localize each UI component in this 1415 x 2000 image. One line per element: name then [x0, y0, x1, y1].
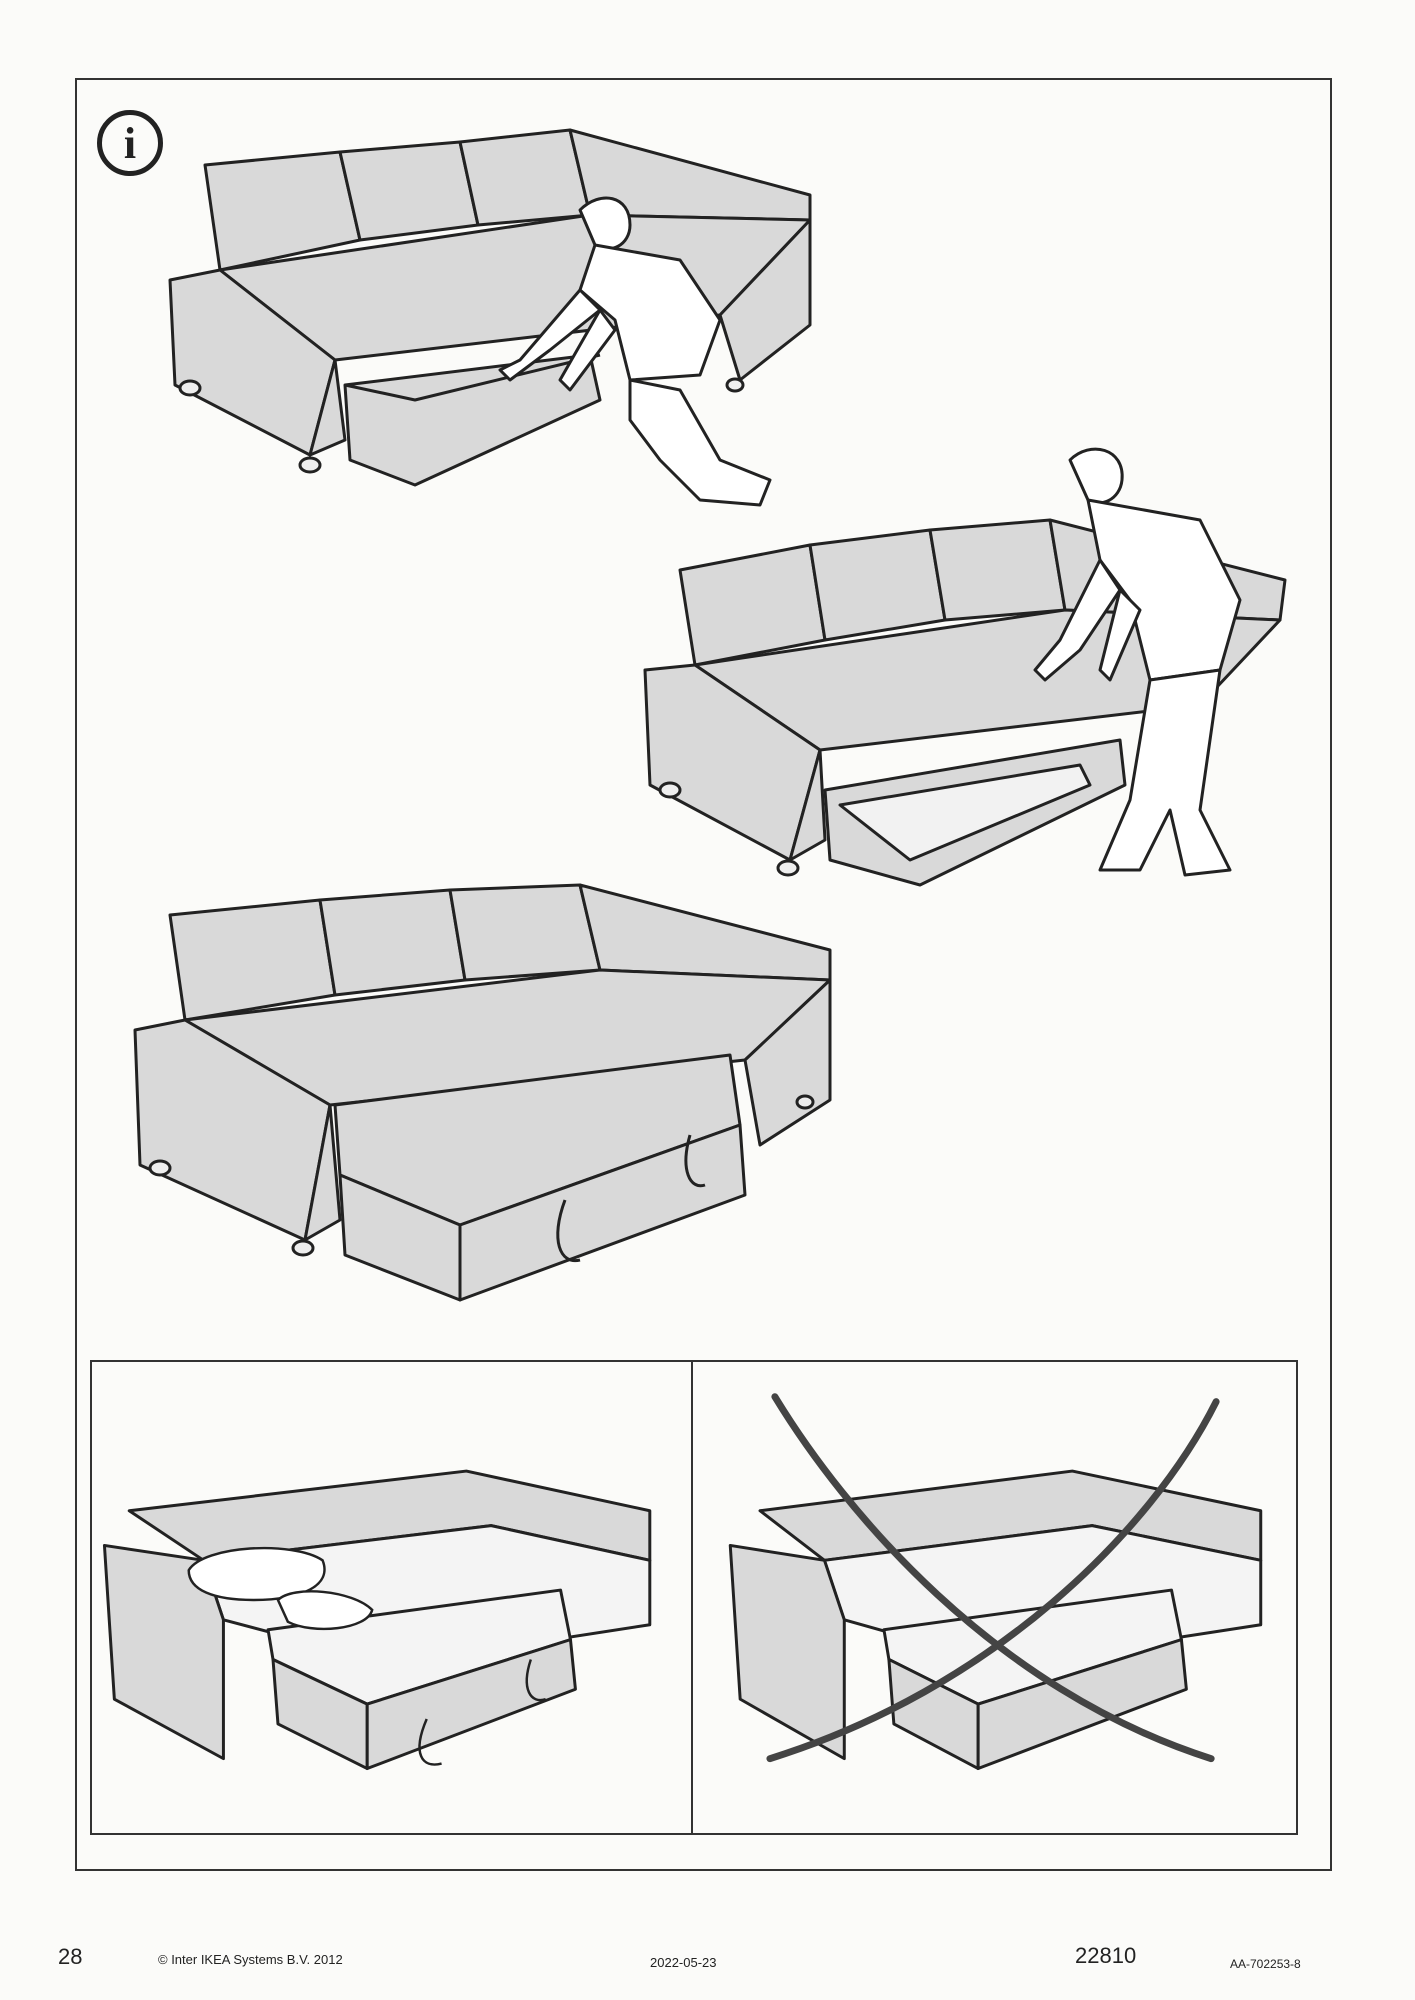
article-number: AA-702253-8 [1230, 1957, 1301, 1971]
instruction-frame [75, 78, 1332, 1871]
sofa-illustration-step-2 [640, 440, 1290, 920]
comparison-box [90, 1360, 1298, 1835]
copyright: © Inter IKEA Systems B.V. 2012 [158, 1952, 343, 1967]
page-number: 28 [58, 1944, 83, 1969]
info-icon: i [97, 110, 163, 176]
print-date: 2022-05-23 [650, 1955, 717, 1970]
product-code: 22810 [1075, 1943, 1137, 1968]
cross-mark-icon [766, 1393, 1220, 1763]
comparison-divider [691, 1362, 693, 1833]
correct-bed-illustration [92, 1362, 691, 1833]
incorrect-bed-illustration [693, 1362, 1298, 1833]
sofa-illustration-step-1 [160, 120, 820, 550]
sofa-illustration-step-3 [130, 870, 840, 1330]
